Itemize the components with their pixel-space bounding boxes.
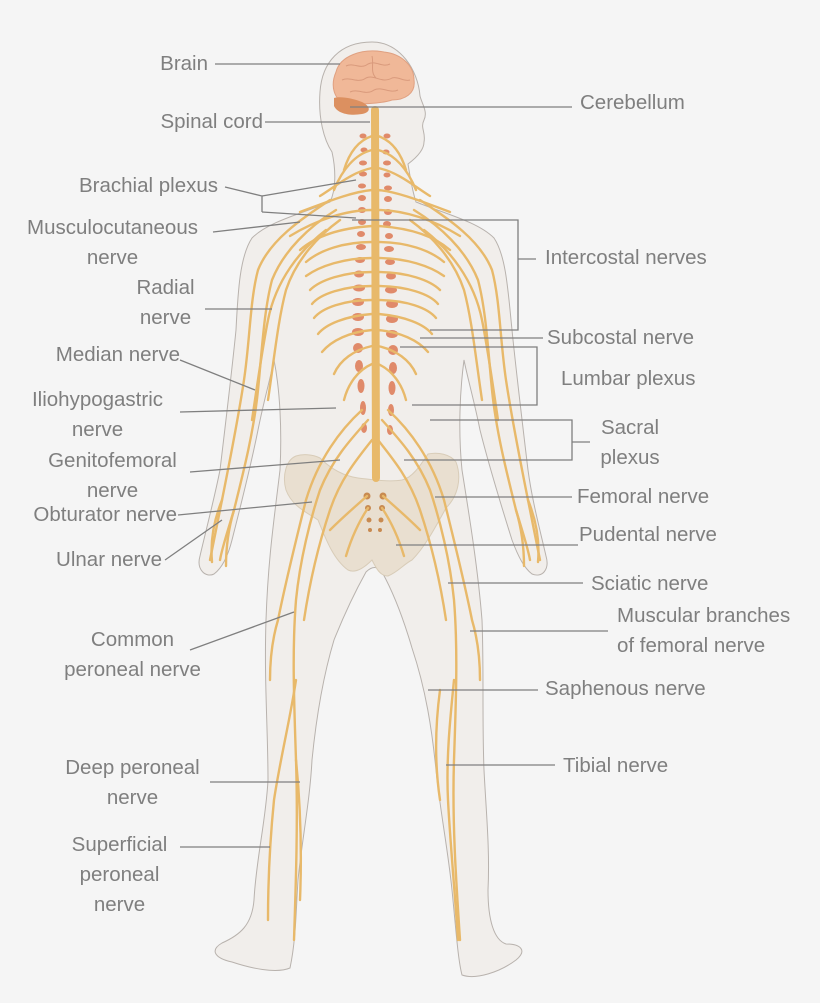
label-text: Brain	[160, 52, 208, 75]
label-obturator-nerve: Obturator nerve	[5, 500, 177, 530]
cerebellum	[334, 97, 369, 115]
label-text: nerve	[71, 418, 124, 441]
label-brain: Brain	[120, 49, 208, 79]
label-text: Brachial plexus	[78, 174, 218, 197]
label-text: Obturator nerve	[33, 503, 177, 526]
label-text: Median nerve	[55, 343, 180, 366]
label-text: Sacral	[600, 416, 660, 439]
label-text: Musculocutaneous	[27, 216, 198, 239]
peripheral-nerves	[208, 134, 542, 942]
label-spinal-cord: Spinal cord	[110, 107, 263, 137]
label-text: of femoral nerve	[617, 634, 766, 657]
label-text: nerve	[139, 306, 192, 329]
label-lumbar-plexus: Lumbar plexus	[561, 364, 695, 394]
label-text: Muscular branches	[617, 604, 791, 627]
label-superficial-peroneal-nerve: Superficial peroneal nerve	[62, 830, 177, 920]
label-cerebellum: Cerebellum	[580, 88, 685, 118]
label-radial-nerve: Radial nerve	[118, 273, 213, 333]
label-text: Spinal cord	[160, 110, 263, 133]
leader-lines	[164, 63, 608, 848]
label-text: Superficial	[71, 833, 168, 856]
label-text: peroneal nerve	[64, 658, 201, 681]
label-common-peroneal-nerve: Common peroneal nerve	[50, 625, 215, 685]
label-text: Lumbar plexus	[561, 367, 696, 390]
spinal-cord	[371, 106, 380, 482]
label-tibial-nerve: Tibial nerve	[563, 751, 668, 781]
label-text: Cerebellum	[580, 91, 685, 114]
label-text: Femoral nerve	[577, 485, 710, 508]
label-muscular-branches-femoral-nerve: Muscular branches of femoral nerve	[617, 601, 790, 661]
label-text: Deep peroneal	[65, 756, 200, 779]
label-sacral-plexus: Sacral plexus	[594, 413, 666, 473]
label-text: plexus	[600, 446, 660, 469]
label-genitofemoral-nerve: Genitofemoral nerve	[30, 446, 195, 506]
label-femoral-nerve: Femoral nerve	[577, 482, 709, 512]
label-text: Radial	[136, 276, 195, 299]
label-text: Iliohypogastric	[31, 388, 164, 411]
label-sciatic-nerve: Sciatic nerve	[591, 569, 708, 599]
label-text: Genitofemoral	[48, 449, 177, 472]
label-brachial-plexus: Brachial plexus	[40, 171, 218, 201]
label-text: peroneal	[79, 863, 160, 886]
label-text: Saphenous nerve	[545, 677, 706, 700]
label-text: Pudental nerve	[579, 523, 717, 546]
label-text: Intercostal nerves	[545, 246, 707, 269]
label-text: Tibial nerve	[563, 754, 669, 777]
label-saphenous-nerve: Saphenous nerve	[545, 674, 706, 704]
label-text: Sciatic nerve	[591, 572, 709, 595]
label-ulnar-nerve: Ulnar nerve	[20, 545, 162, 575]
label-text: Ulnar nerve	[56, 548, 162, 571]
brain	[332, 50, 415, 105]
label-text: nerve	[86, 479, 139, 502]
label-text: nerve	[106, 786, 159, 809]
label-text: Subcostal nerve	[547, 326, 695, 349]
label-deep-peroneal-nerve: Deep peroneal nerve	[55, 753, 210, 813]
label-subcostal-nerve: Subcostal nerve	[547, 323, 694, 353]
label-text: nerve	[86, 246, 139, 269]
label-text: nerve	[93, 893, 146, 916]
label-text: Common	[90, 628, 175, 651]
label-musculocutaneous-nerve: Musculocutaneous nerve	[10, 213, 215, 273]
label-median-nerve: Median nerve	[20, 340, 180, 370]
label-iliohypogastric-nerve: Iliohypogastric nerve	[10, 385, 185, 445]
label-pudental-nerve: Pudental nerve	[579, 520, 717, 550]
label-intercostal-nerves: Intercostal nerves	[545, 243, 707, 273]
